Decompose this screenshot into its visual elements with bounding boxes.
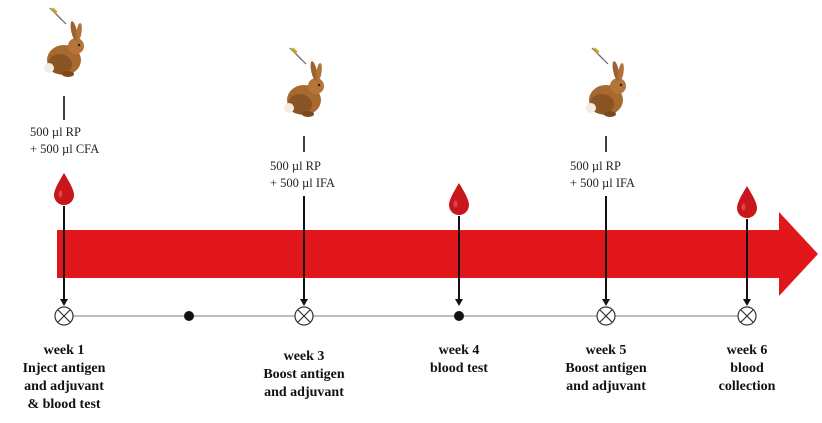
dose-line: 500 µl RP: [270, 158, 335, 175]
week-description: collection: [677, 378, 817, 396]
dose-label: 500 µl RP+ 500 µl IFA: [570, 158, 635, 192]
blood-drop-icon: [737, 186, 757, 218]
week-title: week 1: [0, 342, 134, 360]
dot-marker: [184, 311, 194, 321]
week-description: blood: [677, 360, 817, 378]
week-title: week 3: [234, 348, 374, 366]
event-arrow-head: [743, 299, 751, 306]
event-arrow-head: [455, 299, 463, 306]
event-arrow-head: [60, 299, 68, 306]
week-description: Boost antigen: [234, 366, 374, 384]
week-description: blood test: [389, 360, 529, 378]
week-description: and adjuvant: [0, 378, 134, 396]
dose-line: + 500 µl IFA: [570, 175, 635, 192]
rabbit-injection-icon: [44, 7, 84, 77]
week-description: and adjuvant: [234, 384, 374, 402]
week-description: and adjuvant: [536, 378, 676, 396]
week-title: week 4: [389, 342, 529, 360]
timeline-arrow: [57, 212, 818, 296]
blood-drop-icon: [449, 183, 469, 215]
week-description: Boost antigen: [536, 360, 676, 378]
week-description: Inject antigen: [0, 360, 134, 378]
blood-drop-icon: [54, 173, 74, 205]
rabbit-injection-icon: [284, 47, 324, 117]
dose-line: + 500 µl IFA: [270, 175, 335, 192]
week-title: week 6: [677, 342, 817, 360]
dose-line: 500 µl RP: [30, 124, 99, 141]
dose-label: 500 µl RP+ 500 µl IFA: [270, 158, 335, 192]
week-title: week 5: [536, 342, 676, 360]
dose-line: + 500 µl CFA: [30, 141, 99, 158]
event-arrow-head: [300, 299, 308, 306]
dose-label: 500 µl RP+ 500 µl CFA: [30, 124, 99, 158]
dot-marker: [454, 311, 464, 321]
week-description: & blood test: [0, 396, 134, 414]
rabbit-injection-icon: [586, 47, 626, 117]
dose-line: 500 µl RP: [570, 158, 635, 175]
event-arrow-head: [602, 299, 610, 306]
